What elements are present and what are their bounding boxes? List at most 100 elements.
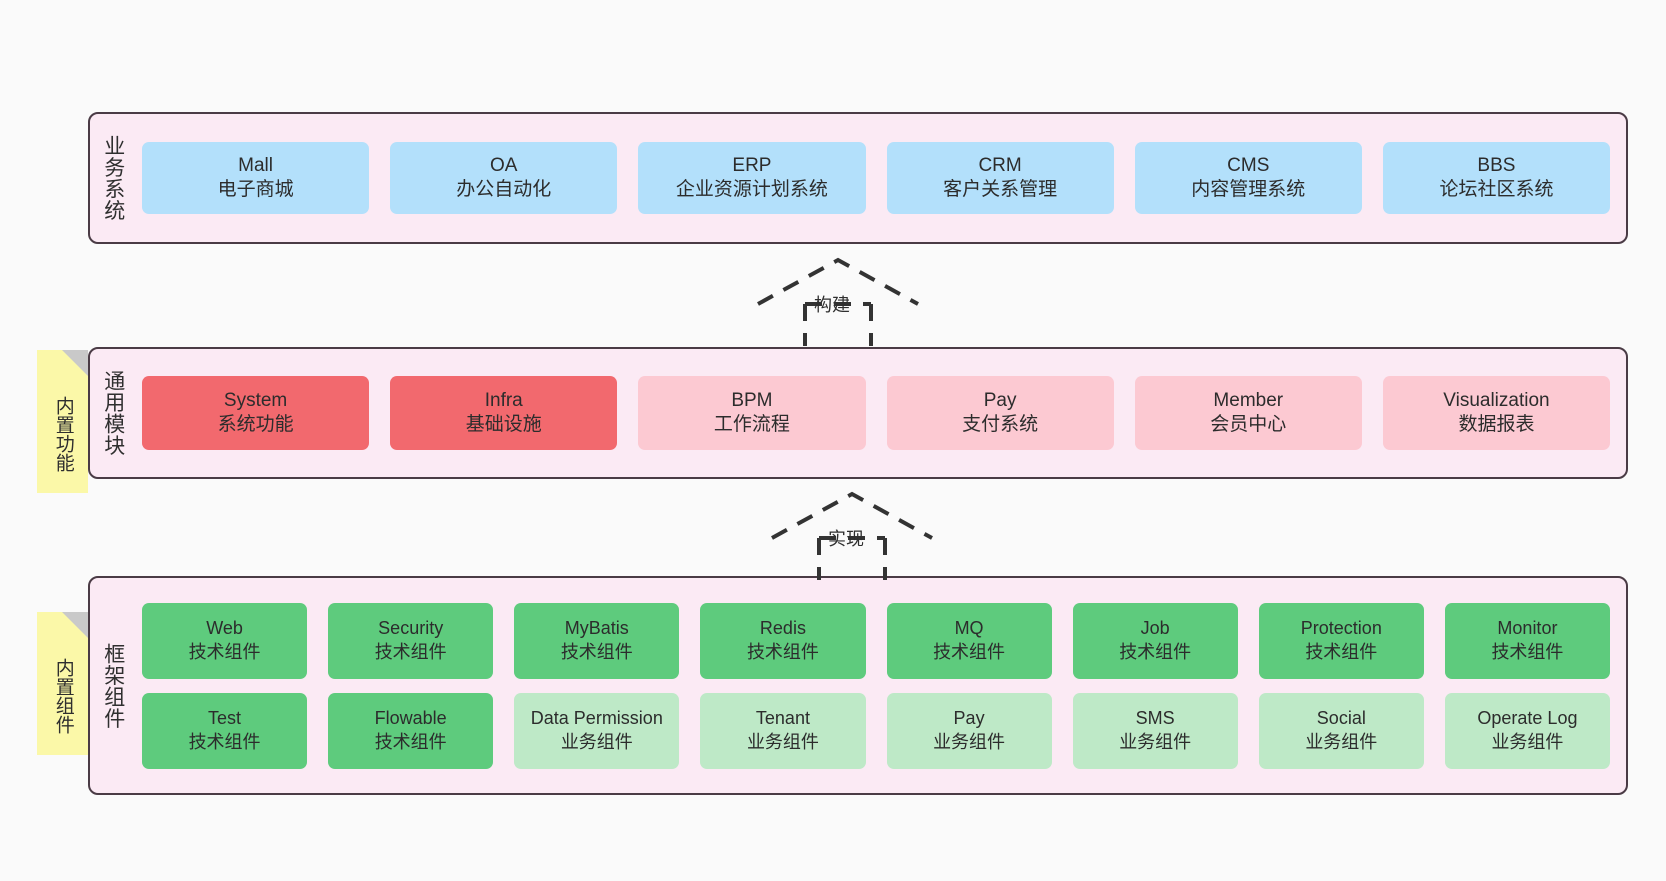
node-tenant[interactable]: Tenant 业务组件 (700, 692, 866, 769)
arrow-implement-label: 实现 (828, 529, 864, 549)
node-job[interactable]: Job 技术组件 (1072, 602, 1238, 679)
node-protection-name: Protection (1300, 618, 1382, 639)
node-security[interactable]: Security 技术组件 (328, 602, 494, 679)
node-erp[interactable]: ERP 企业资源计划系统 (638, 142, 866, 214)
arrow-build-label: 构建 (814, 295, 850, 315)
node-pay-component[interactable]: Pay 业务组件 (886, 692, 1052, 769)
framework-business-row: Test 技术组件 Flowable 技术组件 Data Permission … (142, 692, 1610, 769)
node-crm-sub: 客户关系管理 (943, 179, 1058, 200)
node-operate-log[interactable]: Operate Log 业务组件 (1444, 692, 1610, 769)
node-test[interactable]: Test 技术组件 (142, 692, 308, 769)
node-job-sub: 技术组件 (1119, 641, 1192, 662)
node-mq[interactable]: MQ 技术组件 (886, 602, 1052, 679)
node-mybatis-sub: 技术组件 (560, 641, 633, 662)
note-builtin-components-text: 内置组件 (52, 657, 74, 734)
layer-framework-components: 框架组件 Web 技术组件 Security 技术组件 MyBatis 技术组件… (88, 576, 1628, 795)
layer-business-systems-body: Mall 电子商城 OA 办公自动化 ERP 企业资源计划系统 CRM 客户关系… (136, 114, 1626, 242)
node-monitor-name: Monitor (1497, 618, 1558, 639)
node-mybatis[interactable]: MyBatis 技术组件 (514, 602, 680, 679)
node-operate-log-name: Operate Log (1477, 708, 1578, 729)
arrow-build-glyph (757, 257, 919, 346)
node-pay-module[interactable]: Pay 支付系统 (886, 376, 1114, 450)
node-oa-sub: 办公自动化 (456, 179, 552, 200)
layer-business-systems: 业务系统 Mall 电子商城 OA 办公自动化 ERP 企业资源计划系统 CRM… (88, 112, 1628, 244)
node-sms-sub: 业务组件 (1119, 731, 1192, 752)
node-bbs-name: BBS (1477, 154, 1516, 176)
node-data-permission-name: Data Permission (530, 708, 663, 729)
node-social[interactable]: Social 业务组件 (1258, 692, 1424, 769)
node-test-sub: 技术组件 (188, 731, 261, 752)
node-social-name: Social (1316, 708, 1366, 729)
node-erp-name: ERP (732, 154, 772, 176)
node-visualization-sub: 数据报表 (1458, 414, 1535, 435)
node-monitor[interactable]: Monitor 技术组件 (1444, 602, 1610, 679)
node-visualization[interactable]: Visualization 数据报表 (1382, 376, 1611, 450)
node-mall-name: Mall (238, 154, 273, 176)
node-bbs[interactable]: BBS 论坛社区系统 (1382, 142, 1611, 214)
layer-common-modules: 通用模块 System 系统功能 Infra 基础设施 BPM 工作流程 Pay… (88, 347, 1628, 479)
node-redis-name: Redis (759, 618, 806, 639)
node-protection[interactable]: Protection 技术组件 (1258, 602, 1424, 679)
node-pay-component-name: Pay (953, 708, 985, 729)
node-tenant-sub: 业务组件 (746, 731, 819, 752)
node-mq-sub: 技术组件 (933, 641, 1006, 662)
node-visualization-name: Visualization (1443, 389, 1550, 411)
node-infra-name: Infra (484, 389, 523, 411)
node-cms-sub: 内容管理系统 (1191, 179, 1306, 200)
node-redis-sub: 技术组件 (746, 641, 819, 662)
node-member-sub: 会员中心 (1210, 414, 1287, 435)
node-flowable-sub: 技术组件 (374, 731, 447, 752)
node-infra-sub: 基础设施 (465, 414, 542, 435)
note-builtin-features: 内置功能 (37, 350, 88, 493)
node-security-sub: 技术组件 (374, 641, 447, 662)
business-systems-row: Mall 电子商城 OA 办公自动化 ERP 企业资源计划系统 CRM 客户关系… (142, 142, 1611, 214)
node-bpm-sub: 工作流程 (713, 414, 790, 435)
node-protection-sub: 技术组件 (1305, 641, 1378, 662)
arrow-build: 构建 (748, 256, 928, 348)
layer-framework-components-body: Web 技术组件 Security 技术组件 MyBatis 技术组件 Redi… (136, 578, 1626, 793)
node-bbs-sub: 论坛社区系统 (1439, 179, 1554, 200)
node-crm[interactable]: CRM 客户关系管理 (886, 142, 1114, 214)
common-modules-row: System 系统功能 Infra 基础设施 BPM 工作流程 Pay 支付系统… (142, 376, 1611, 450)
node-bpm[interactable]: BPM 工作流程 (638, 376, 866, 450)
note-fold-icon (62, 350, 88, 376)
node-mall[interactable]: Mall 电子商城 (142, 142, 370, 214)
node-test-name: Test (208, 708, 242, 729)
node-cms[interactable]: CMS 内容管理系统 (1134, 142, 1362, 214)
node-sms-name: SMS (1135, 708, 1175, 729)
node-data-permission[interactable]: Data Permission 业务组件 (514, 692, 680, 769)
layer-common-modules-body: System 系统功能 Infra 基础设施 BPM 工作流程 Pay 支付系统… (136, 349, 1626, 477)
node-pay-module-name: Pay (983, 389, 1017, 411)
node-job-name: Job (1140, 618, 1170, 639)
node-data-permission-sub: 业务组件 (560, 731, 633, 752)
node-member[interactable]: Member 会员中心 (1134, 376, 1362, 450)
node-mybatis-name: MyBatis (564, 618, 629, 639)
node-pay-module-sub: 支付系统 (962, 414, 1039, 435)
node-flowable-name: Flowable (374, 708, 447, 729)
node-sms[interactable]: SMS 业务组件 (1072, 692, 1238, 769)
node-oa-name: OA (490, 154, 518, 176)
node-bpm-name: BPM (731, 389, 773, 411)
layer-framework-components-title: 框架组件 (101, 642, 125, 729)
node-crm-name: CRM (978, 154, 1022, 176)
node-infra[interactable]: Infra 基础设施 (390, 376, 618, 450)
node-system[interactable]: System 系统功能 (142, 376, 370, 450)
node-mq-name: MQ (954, 618, 984, 639)
node-system-name: System (223, 389, 288, 411)
node-security-name: Security (378, 618, 444, 639)
node-oa[interactable]: OA 办公自动化 (390, 142, 618, 214)
node-monitor-sub: 技术组件 (1491, 641, 1564, 662)
node-web[interactable]: Web 技术组件 (142, 602, 308, 679)
node-web-name: Web (206, 618, 243, 639)
node-operate-log-sub: 业务组件 (1491, 731, 1564, 752)
arrow-implement-glyph (771, 491, 933, 580)
node-system-sub: 系统功能 (217, 414, 294, 435)
layer-business-systems-title: 业务系统 (101, 135, 125, 221)
node-cms-name: CMS (1227, 154, 1270, 176)
node-erp-sub: 企业资源计划系统 (675, 179, 828, 200)
node-mall-sub: 电子商城 (217, 179, 294, 200)
framework-tech-row: Web 技术组件 Security 技术组件 MyBatis 技术组件 Redi… (142, 602, 1610, 679)
node-redis[interactable]: Redis 技术组件 (700, 602, 866, 679)
node-flowable[interactable]: Flowable 技术组件 (328, 692, 494, 769)
